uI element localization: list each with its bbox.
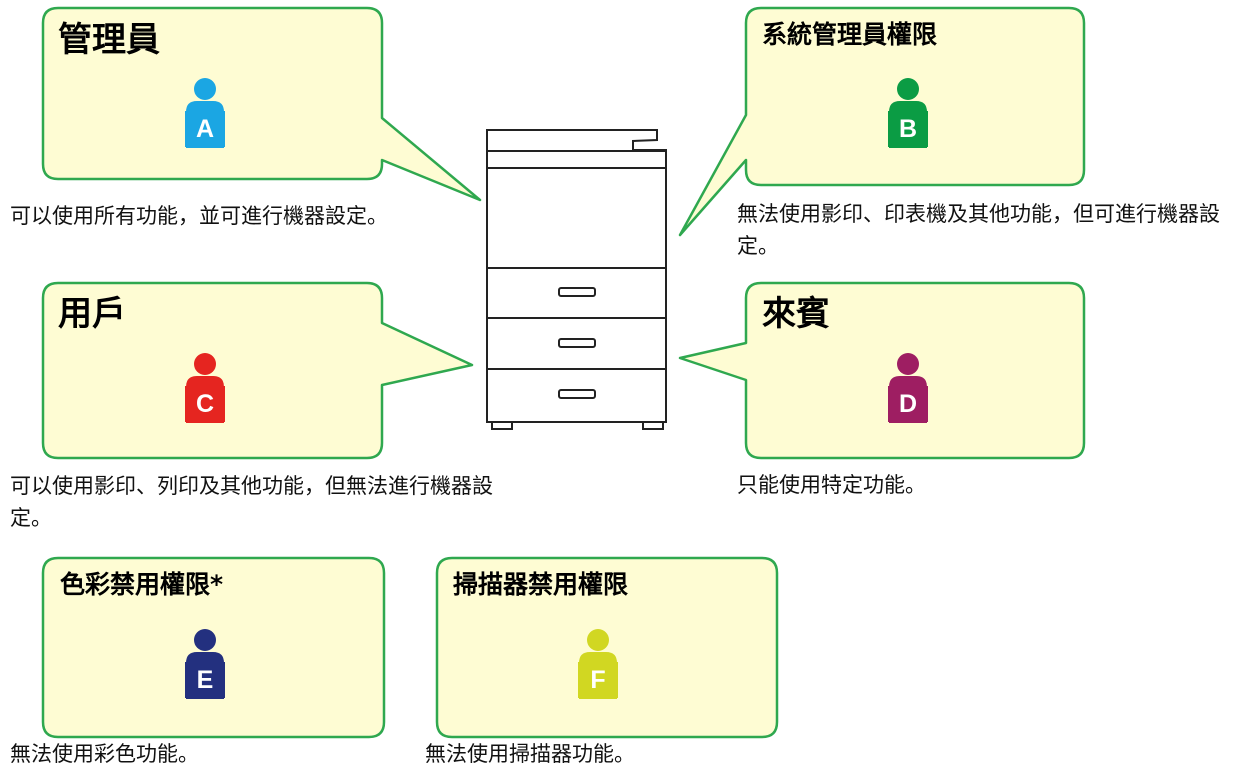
bubble-admin xyxy=(41,6,482,202)
bubble-guest xyxy=(678,281,1086,460)
bubble-system-admin xyxy=(678,6,1086,237)
person-head xyxy=(587,629,609,651)
bubble-user xyxy=(41,281,474,460)
badge-d: D xyxy=(888,386,928,422)
badge-b: B xyxy=(888,111,928,147)
person-head xyxy=(194,353,216,375)
role-desc-guest: 只能使用特定功能。 xyxy=(737,473,926,497)
person-head xyxy=(194,78,216,100)
role-desc-color-disabled: 無法使用彩色功能。 xyxy=(10,742,199,766)
role-desc-system-admin: 無法使用影印、印表機及其他功能，但可進行機器設定。 xyxy=(737,202,1220,258)
badge-a: A xyxy=(185,111,225,147)
role-title-scanner-disabled: 掃描器禁用權限 xyxy=(453,570,629,599)
role-title-system-admin: 系統管理員權限 xyxy=(762,20,938,49)
bubble-color-disabled xyxy=(41,556,386,739)
person-head xyxy=(897,353,919,375)
badge-f: F xyxy=(578,662,618,698)
role-desc-scanner-disabled: 無法使用掃描器功能。 xyxy=(425,742,635,766)
role-desc-user: 可以使用影印、列印及其他功能，但無法進行機器設定。 xyxy=(10,474,493,530)
role-title-admin: 管理員 xyxy=(58,20,160,60)
role-title-guest: 來賓 xyxy=(762,294,830,334)
role-title-user: 用戶 xyxy=(58,294,126,334)
role-desc-admin: 可以使用所有功能，並可進行機器設定。 xyxy=(10,204,388,228)
badge-c: C xyxy=(185,386,225,422)
person-head xyxy=(897,78,919,100)
badge-e: E xyxy=(185,662,225,698)
bubble-scanner-disabled xyxy=(435,556,779,739)
role-title-color-disabled: 色彩禁用權限* xyxy=(60,570,224,599)
person-head xyxy=(194,629,216,651)
printer-icon xyxy=(486,129,667,430)
